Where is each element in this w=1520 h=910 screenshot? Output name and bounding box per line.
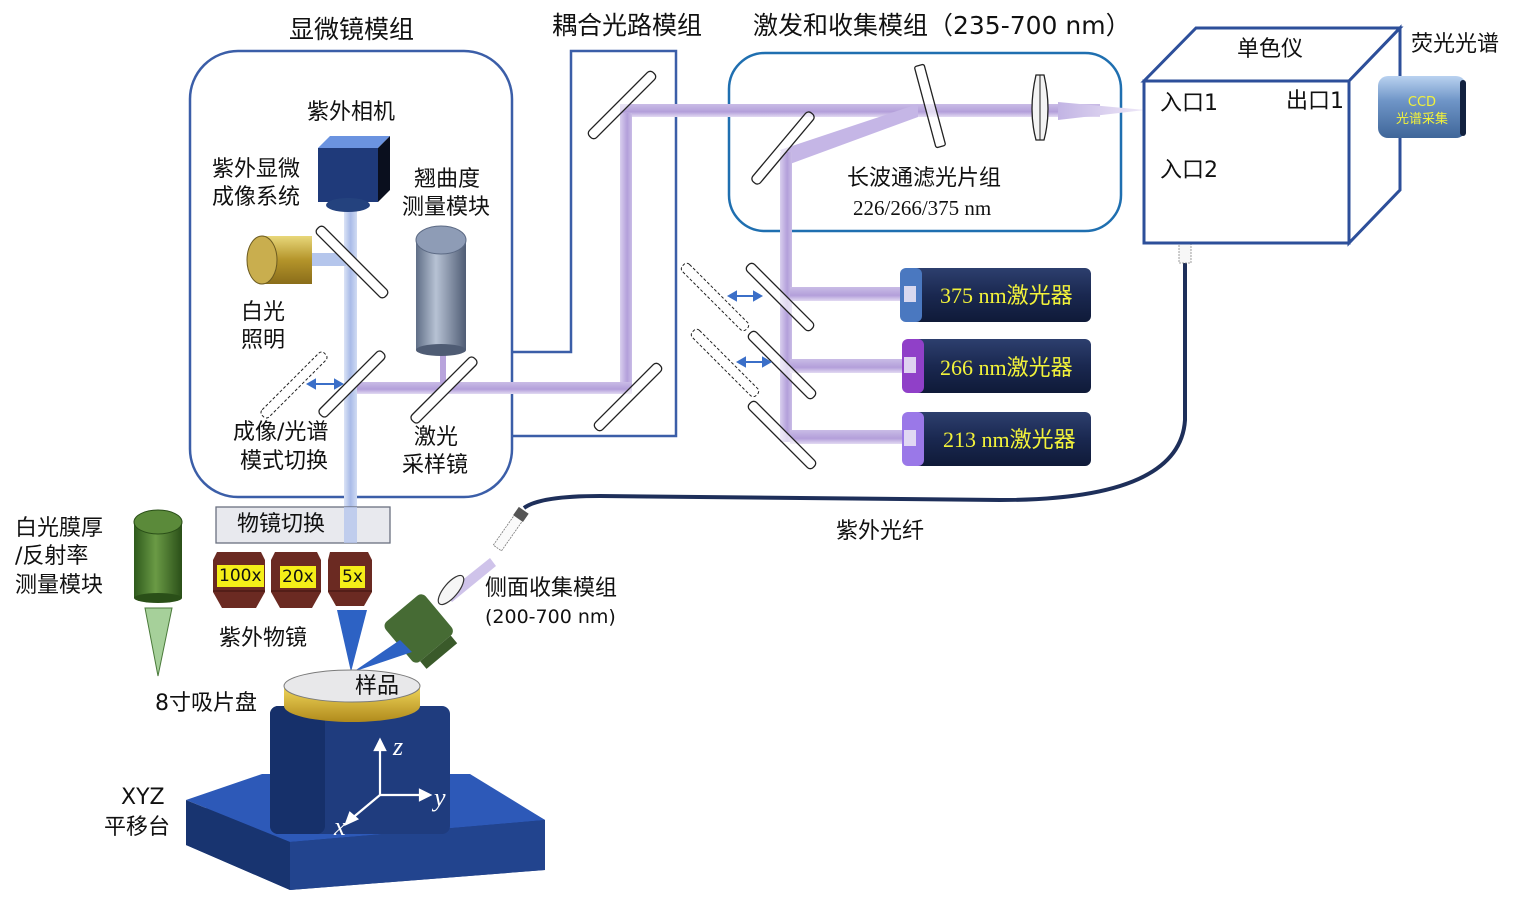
entrance2-label: 入口2 xyxy=(1160,158,1218,183)
fluorescence-spectrum-label: 荧光光谱 xyxy=(1411,32,1500,57)
uv-fiber[interactable] xyxy=(522,262,1187,510)
axis-y-label: y xyxy=(434,783,446,812)
sampling-mirror-label-2: 采样镜 xyxy=(402,453,469,478)
sample-chuck xyxy=(283,669,421,722)
warpage-module-cylinder xyxy=(415,225,467,356)
beam-filter-diagonal xyxy=(780,104,918,164)
white-light-label-2: 照明 xyxy=(241,328,286,353)
uv-objective-label: 紫外物镜 xyxy=(219,626,308,651)
beam-main-horizontal xyxy=(620,104,1100,117)
filter-set-label: 长波通滤光片组 xyxy=(847,166,1002,191)
film-module-label-1: 白光膜厚 xyxy=(15,516,104,541)
laser-375 xyxy=(900,268,1091,322)
objective-switch-label: 物镜切换 xyxy=(237,512,326,537)
beam-white-light xyxy=(310,253,346,266)
mirror-213 xyxy=(747,400,817,470)
beam-sampling-horizontal xyxy=(352,382,632,394)
mirror-white-light xyxy=(315,225,389,299)
excitation-module-title: 激发和收集模组（235-700 nm） xyxy=(753,11,1131,40)
monochromator-box xyxy=(1140,24,1404,247)
imaging-system-label-2: 成像系统 xyxy=(212,185,301,210)
mode-switch-label-2: 模式切换 xyxy=(240,449,329,474)
sample-label: 样品 xyxy=(355,674,400,699)
coupling-module-frame xyxy=(512,49,678,438)
ccd-detector xyxy=(1378,76,1466,138)
laser-266 xyxy=(902,339,1091,393)
exit1-label: 出口1 xyxy=(1286,89,1344,114)
side-collection-objective xyxy=(384,594,458,669)
beam-coupling-vertical xyxy=(620,113,632,393)
mirror-laser-sampling xyxy=(410,356,478,424)
film-thickness-module xyxy=(133,509,183,677)
side-collection-cone xyxy=(353,640,412,672)
beam-warpage-vertical xyxy=(440,350,446,384)
laser-375-label: 375 nm激光器 xyxy=(940,283,1073,308)
chuck-label: 8寸吸片盘 xyxy=(155,691,257,716)
side-collection-lens xyxy=(437,574,465,606)
film-module-label-2: /反射率 xyxy=(15,544,89,569)
beam-microscope-vertical xyxy=(344,210,357,515)
xyz-stage[interactable] xyxy=(186,706,545,890)
objective-20x-tag: 20x xyxy=(280,566,316,588)
beam-375 xyxy=(790,287,905,301)
focus-lens xyxy=(1031,74,1049,141)
film-module-label-3: 测量模块 xyxy=(15,573,104,598)
mirror-266 xyxy=(747,330,817,400)
white-light-label-1: 白光 xyxy=(241,300,286,325)
uv-fiber-label: 紫外光纤 xyxy=(836,519,925,544)
mirror-375-alt xyxy=(680,262,750,332)
objective-100x-tag: 100x xyxy=(217,565,264,587)
ccd-label-1: CCD xyxy=(1407,95,1437,110)
objective-switch-bar[interactable] xyxy=(215,506,391,544)
mirror-excitation xyxy=(751,111,815,185)
warpage-label-1: 翘曲度 xyxy=(414,167,481,192)
warpage-label-2: 测量模块 xyxy=(402,195,491,220)
uv-camera-label: 紫外相机 xyxy=(307,100,396,125)
switch-arrow-mode xyxy=(305,378,345,390)
filter-longpass xyxy=(914,63,946,149)
mode-switch-label-1: 成像/光谱 xyxy=(233,420,329,445)
laser-213-label: 213 nm激光器 xyxy=(943,427,1076,452)
laser-266-label: 266 nm激光器 xyxy=(940,355,1073,380)
laser-213 xyxy=(902,412,1091,466)
stage-label-2: 平移台 xyxy=(104,815,171,840)
objective-5x-tag: 5x xyxy=(340,566,365,588)
white-light-source xyxy=(246,235,312,285)
sampling-mirror-label-1: 激光 xyxy=(414,425,459,450)
uv-camera xyxy=(318,136,390,212)
side-collection-label-2: (200-700 nm) xyxy=(485,606,616,628)
filter-wavelengths-label: 226/266/375 nm xyxy=(853,196,992,220)
excitation-module-frame xyxy=(727,51,1123,233)
beam-266 xyxy=(790,359,905,373)
axis-z-label: z xyxy=(393,732,404,761)
imaging-system-label-1: 紫外显微 xyxy=(212,157,301,182)
beam-through-switch xyxy=(344,507,357,543)
coupling-module-title: 耦合光路模组 xyxy=(552,11,703,40)
switch-arrow-375 xyxy=(726,290,764,302)
mirror-266-alt xyxy=(690,328,760,398)
stage-label-1: XYZ xyxy=(121,785,165,810)
axis-x-label: x xyxy=(334,812,346,841)
mirror-coupling-bottom xyxy=(593,362,663,432)
ccd-label-2: 光谱采集 xyxy=(1395,112,1448,127)
mirror-coupling-top xyxy=(587,70,657,140)
monochromator-title: 单色仪 xyxy=(1237,37,1304,62)
stage-axes xyxy=(344,737,433,827)
mirror-mode-switch-alt xyxy=(260,351,328,419)
entrance1-label: 入口1 xyxy=(1160,91,1218,116)
beam-focus-cone xyxy=(1058,102,1145,120)
microscope-module-title: 显微镜模组 xyxy=(289,15,415,44)
mirror-mode-switch xyxy=(318,350,386,418)
fiber-connector-side xyxy=(492,506,529,552)
mirror-375 xyxy=(745,262,815,332)
side-collection-label-1: 侧面收集模组 xyxy=(485,576,618,601)
objective-light-cone xyxy=(337,610,367,672)
switch-arrow-266 xyxy=(735,356,773,368)
beam-213 xyxy=(790,430,905,444)
